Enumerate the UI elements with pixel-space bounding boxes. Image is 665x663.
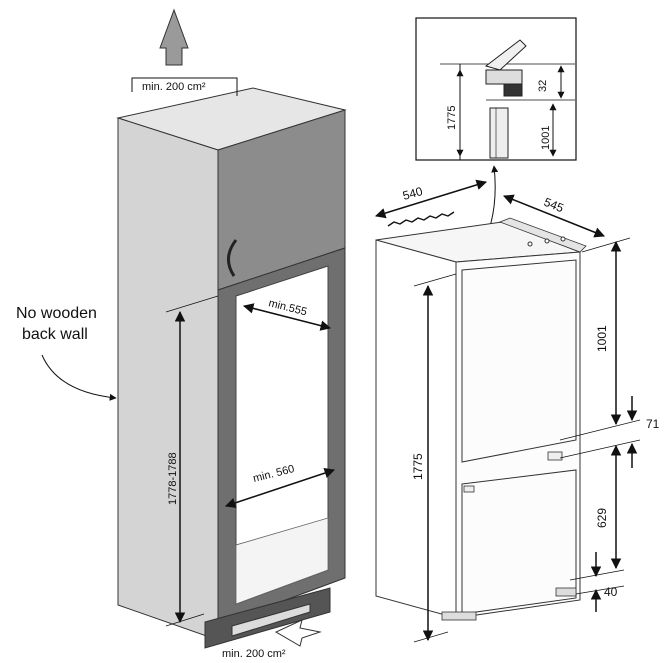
niche-height-label: 1778-1788 [167, 452, 179, 505]
lower-door [461, 469, 577, 615]
detail-inset: 1775 1001 32 [415, 17, 577, 161]
detail-height-label: 1775 [446, 106, 458, 130]
note-arrow [41, 354, 117, 401]
airflow-in-arrow-icon [274, 619, 322, 647]
lower-door-dim: 629 40 [569, 444, 625, 612]
gap-label: 71 [646, 417, 660, 431]
vent-bottom-label: min. 200 cm² [222, 648, 286, 660]
upper-door-dim: 1001 71 [559, 237, 660, 468]
bottom-vent: min. 200 cm² [222, 619, 322, 660]
wall-note: No wooden back wall [16, 305, 117, 401]
fridge-depth: 540 [374, 179, 488, 227]
fridge-depth-label: 540 [401, 184, 424, 203]
lower-door-label: 629 [595, 508, 609, 528]
plinth-vent [231, 603, 311, 637]
airflow-up-arrow-icon [159, 8, 189, 66]
kitchen-cabinet [116, 87, 347, 649]
fridge-height-label: 1775 [411, 453, 425, 480]
door-handle [227, 239, 238, 277]
detail-offset-label: 32 [537, 80, 549, 92]
built-in-fridge [375, 217, 587, 621]
bottom-label: 40 [604, 585, 618, 599]
detail-upper-label: 1001 [540, 126, 552, 150]
wall-note-line1: No wooden [16, 305, 97, 322]
fridge-height: 1775 [411, 273, 457, 643]
wall-note-line2: back wall [22, 326, 88, 343]
upper-door [461, 259, 577, 463]
vent-top-label: min. 200 cm² [142, 81, 206, 93]
top-vent: min. 200 cm² [131, 8, 238, 96]
upper-door-label: 1001 [595, 325, 609, 352]
